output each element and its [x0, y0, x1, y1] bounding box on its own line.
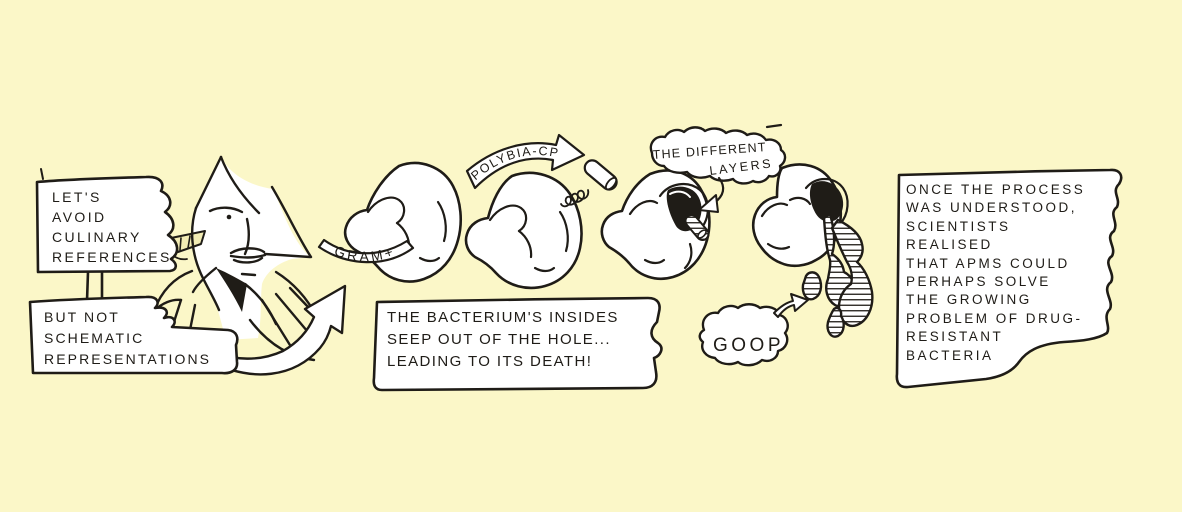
bacterium-attacked	[464, 171, 583, 290]
speech-box-culinary	[35, 168, 179, 303]
process-caption-text: ONCE THE PROCESS WAS UNDERSTOOD, SCIENTI…	[906, 182, 1086, 363]
svg-text:GRAM+: GRAM+	[332, 242, 397, 264]
goop-bubble: GOOP	[698, 293, 809, 367]
layers-bubble: THE DIFFERENT LAYERS	[649, 123, 787, 213]
death-caption-text: THE BACTERIUM'S INSIDES SEEP OUT OF THE …	[387, 309, 619, 370]
swoosh-arrow	[210, 284, 347, 376]
bacterium-leaking	[751, 163, 849, 268]
culinary-caption-text: LET'S AVOID CULINARY REFERENCES	[52, 189, 172, 265]
peptide-corkscrew	[560, 159, 618, 208]
goop-label: GOOP	[713, 335, 784, 356]
gram-label: GRAM+	[332, 242, 394, 264]
process-caption-box	[895, 168, 1123, 389]
goop-drips	[801, 212, 874, 338]
gram-banner: GRAM+	[317, 238, 415, 264]
speech-box-schematic	[28, 295, 239, 375]
schematic-caption-text: BUT NOT SCHEMATIC REPRESENTATIONS	[44, 309, 212, 367]
bacterium-pierced	[600, 169, 711, 281]
death-caption-box	[372, 296, 663, 392]
